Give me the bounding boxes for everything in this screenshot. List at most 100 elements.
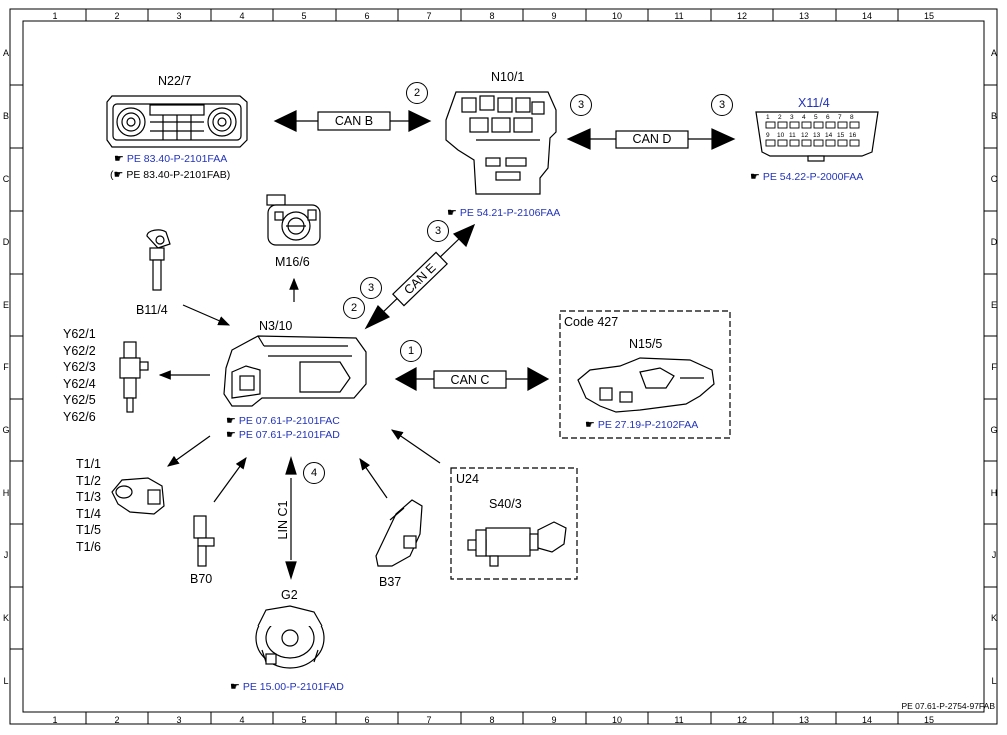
row-label-right: A — [990, 48, 997, 58]
b11-4-sensor-drawing — [146, 229, 171, 291]
row-label-right: D — [990, 237, 998, 247]
n22-7-ref-2-text: PE 83.40-P-2101FAB — [126, 169, 227, 181]
column-ticks — [10, 9, 997, 724]
column-label: 10 — [611, 11, 622, 21]
pin-number: 7 — [838, 114, 842, 121]
column-label: 5 — [301, 11, 307, 21]
column-label: 6 — [364, 11, 370, 21]
t1-label: T1/6 — [76, 539, 102, 554]
lin-c1-label: LIN C1 — [276, 500, 290, 540]
pin-number: 2 — [778, 114, 782, 121]
g2-ref[interactable]: ☛PE 15.00-P-2101FAD — [230, 681, 344, 693]
y62-labels: Y62/1 Y62/2 Y62/3 Y62/4 Y62/5 Y62/6 — [63, 326, 96, 425]
y62-injector-drawing — [119, 341, 149, 413]
column-label: 7 — [426, 11, 432, 21]
row-label: B — [2, 111, 9, 121]
x11-4-label: X11/4 — [798, 96, 830, 110]
pin-number: 13 — [813, 132, 821, 139]
u24-arrow — [391, 429, 441, 464]
column-label-bottom: 6 — [364, 715, 370, 725]
row-label: A — [2, 48, 9, 58]
y62-label: Y62/3 — [63, 360, 96, 374]
b37-pedal-drawing — [375, 499, 423, 567]
marker-circle: 4 — [303, 462, 325, 484]
n10-1-ref[interactable]: ☛PE 54.21-P-2106FAA — [447, 207, 560, 219]
outer-frame — [9, 8, 998, 725]
column-label-bottom: 15 — [923, 715, 934, 725]
code-427-label: Code 427 — [564, 315, 619, 329]
g2-alternator-drawing — [255, 605, 325, 669]
n22-7-ref-2[interactable]: (☛PE 83.40-P-2101FAB) — [110, 169, 231, 181]
pin-number: 12 — [801, 132, 809, 139]
pin-number: 16 — [849, 132, 857, 139]
t1-label: T1/1 — [76, 457, 102, 471]
y62-label: Y62/5 — [63, 393, 96, 407]
b70-label: B70 — [190, 572, 213, 586]
pointing-hand-icon: ☛ — [230, 681, 240, 693]
m16-6-label: M16/6 — [275, 255, 310, 269]
y62-label: Y62/1 — [63, 327, 96, 341]
pin-number: 14 — [825, 132, 833, 139]
row-label: G — [2, 425, 10, 435]
s40-3-label: S40/3 — [489, 497, 522, 511]
n15-5-label: N15/5 — [629, 337, 663, 351]
column-label: 2 — [114, 11, 120, 21]
can-b-bus — [273, 110, 432, 132]
marker-circle: 3 — [427, 220, 449, 242]
n3-10-ref-1[interactable]: ☛PE 07.61-P-2101FAC — [226, 415, 340, 427]
row-label: L — [3, 676, 9, 686]
row-label: K — [2, 613, 9, 623]
pointing-hand-icon: ☛ — [750, 171, 760, 183]
row-label-right: C — [990, 174, 998, 184]
row-label-right: G — [990, 425, 998, 435]
m16-6-throttle-drawing — [266, 194, 321, 246]
row-label-right: K — [990, 613, 997, 623]
column-label: 1 — [52, 11, 58, 21]
row-label-right: L — [991, 676, 997, 686]
column-label-bottom: 2 — [114, 715, 120, 725]
n15-5-ref[interactable]: ☛PE 27.19-P-2102FAA — [585, 419, 698, 431]
pin-number: 5 — [814, 114, 818, 121]
column-label-bottom: 9 — [551, 715, 557, 725]
can-e-bus — [364, 223, 476, 330]
b37-label: B37 — [379, 575, 402, 589]
s40-3-switch-drawing — [467, 521, 567, 567]
n22-7-panel-drawing — [106, 95, 248, 148]
x11-4-ref[interactable]: ☛PE 54.22-P-2000FAA — [750, 171, 863, 183]
column-label: 9 — [551, 11, 557, 21]
g2-label: G2 — [281, 588, 298, 602]
marker-circle: 3 — [360, 277, 382, 299]
t1-label: T1/3 — [76, 490, 102, 504]
can-b-label: CAN B — [334, 114, 374, 128]
column-label: 11 — [674, 11, 684, 21]
b37-arrow — [359, 458, 388, 499]
t1-label: T1/2 — [76, 473, 102, 488]
b11-4-label: B11/4 — [136, 303, 168, 317]
n22-7-ref-1[interactable]: ☛PE 83.40-P-2101FAA — [114, 153, 227, 165]
column-label-bottom: 13 — [798, 715, 809, 725]
t1-coil-drawing — [111, 477, 165, 515]
n3-10-ecu-drawing — [223, 335, 367, 407]
n3-10-ref-1-text: PE 07.61-P-2101FAC — [238, 415, 340, 427]
marker-circle: 3 — [570, 94, 592, 116]
b70-arrow — [213, 457, 247, 503]
marker-circle: 2 — [406, 82, 428, 104]
row-label: F — [3, 362, 9, 372]
pointing-hand-icon: ☛ — [226, 429, 236, 441]
column-label-bottom: 1 — [52, 715, 58, 725]
column-label-bottom: 11 — [674, 715, 684, 725]
n10-1-module-drawing — [445, 91, 557, 195]
column-label: 12 — [736, 11, 747, 21]
pin-number: 3 — [790, 114, 794, 121]
row-label: J — [3, 550, 9, 560]
n3-10-ref-2[interactable]: ☛PE 07.61-P-2101FAD — [226, 429, 340, 441]
u24-label: U24 — [456, 472, 479, 486]
t1-arrow — [167, 435, 211, 467]
row-label-right: B — [990, 111, 997, 121]
n10-1-label: N10/1 — [491, 70, 525, 84]
row-label: E — [2, 300, 9, 310]
u24-box — [450, 467, 578, 580]
n3-10-label: N3/10 — [259, 319, 293, 333]
y62-label: Y62/4 — [63, 376, 96, 391]
